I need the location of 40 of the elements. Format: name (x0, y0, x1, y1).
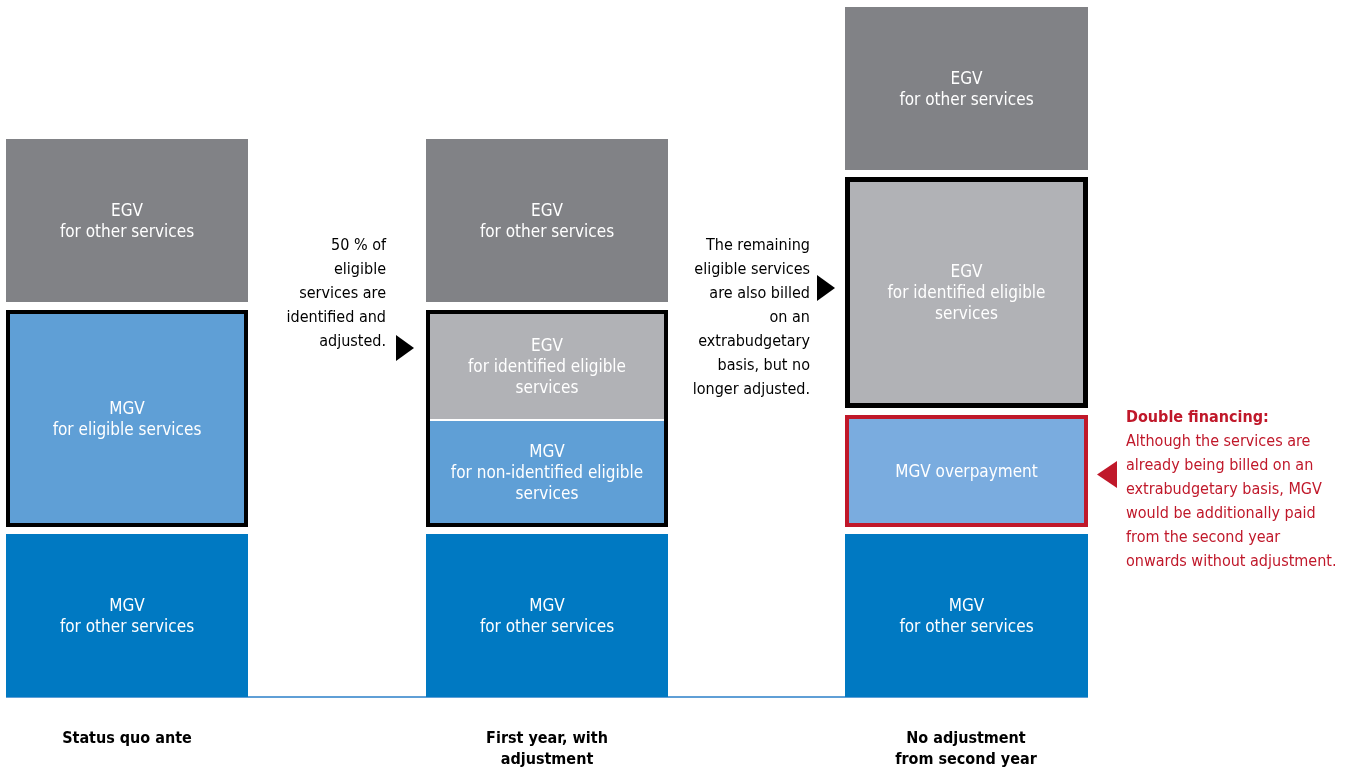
block-text: for other services (479, 220, 615, 242)
block-text: for other services (59, 220, 195, 242)
block-text: for eligible services (52, 418, 202, 440)
budget-block (6, 139, 248, 302)
block-text: for other services (479, 615, 615, 637)
block-text: for other services (59, 615, 195, 637)
block-heading: MGV (109, 397, 145, 419)
budget-block (430, 421, 664, 523)
block-text: MGV overpayment (895, 460, 1038, 482)
budget-block (430, 314, 664, 419)
block-heading: MGV (948, 594, 985, 616)
column-caption: First year, with adjustment (485, 727, 609, 769)
budget-block (845, 177, 1088, 408)
budget-block (6, 534, 248, 697)
budget-block (845, 415, 1088, 527)
block-heading: MGV (109, 594, 145, 616)
column-caption: No adjustment from second year (894, 727, 1038, 769)
block-heading: EGV (950, 261, 983, 282)
block-heading: EGV (531, 199, 563, 221)
label-text: 50 % of eligible services are identified and adjusted. (285, 234, 386, 352)
group-frame (426, 310, 668, 527)
block-text: for other services (899, 88, 1034, 110)
block-heading: EGV (531, 335, 563, 356)
budget-block (6, 310, 248, 527)
label-text: The remaining eligible services are also billed on an extrabudgetary basis, but no longer adjusted. (691, 234, 810, 400)
block-heading: MGV (529, 594, 565, 616)
budget-block (426, 139, 668, 302)
block-heading: EGV (950, 67, 983, 89)
budget-block (845, 7, 1088, 170)
block-heading: MGV (529, 440, 565, 462)
block-text: for identified eligible services (886, 282, 1047, 324)
block-text: for non-identified eligible services (449, 461, 645, 504)
budget-block (426, 534, 668, 697)
note-text: Although the services are already being billed on an extrabudgetary basis, MGV would be additionally paid from the second year onwards without adjustment. (1126, 430, 1338, 572)
column-caption: Status quo ante (61, 727, 193, 748)
block-heading: EGV (111, 199, 143, 221)
block-text: for identified eligible services (466, 356, 628, 398)
budget-block (845, 534, 1088, 697)
block-text: for other services (899, 615, 1034, 637)
note-heading: Double financing: (1126, 406, 1270, 428)
